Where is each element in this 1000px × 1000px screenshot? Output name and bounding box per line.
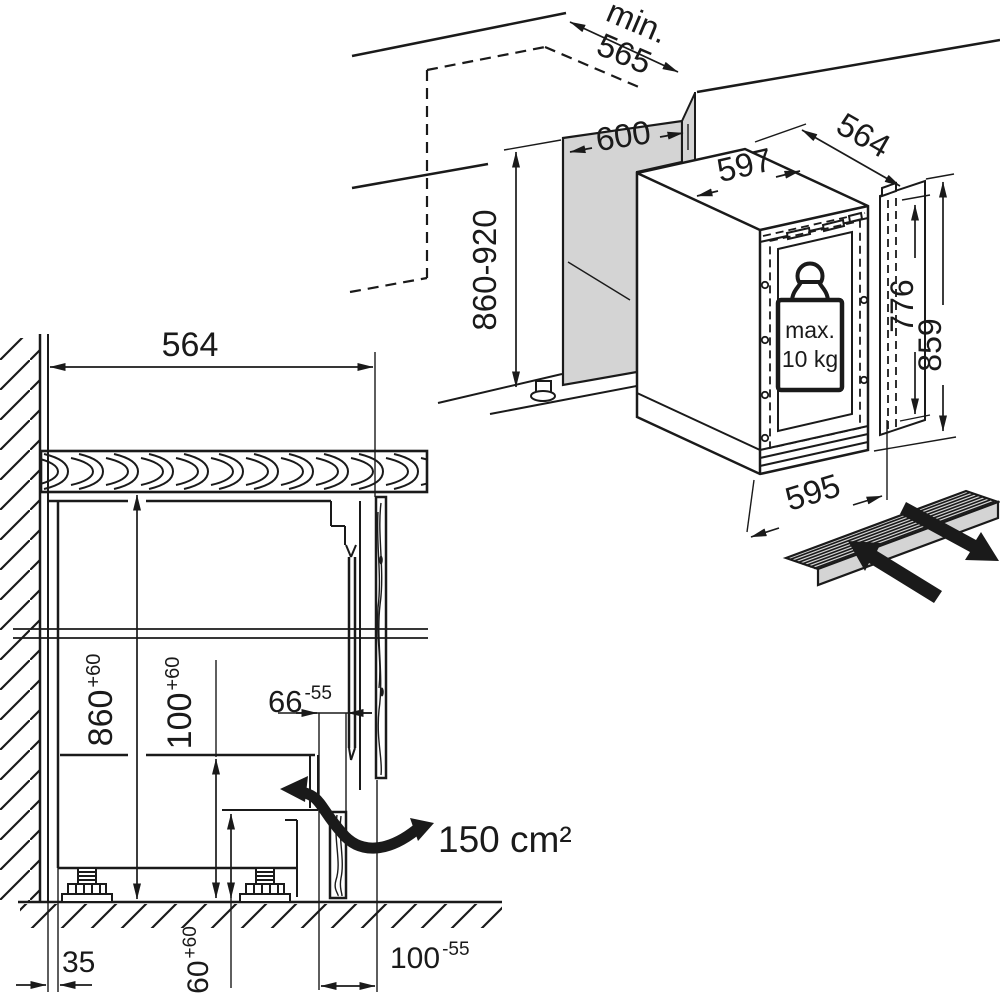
airflow-arrowhead: [280, 776, 308, 802]
max-load-line2: 10 kg: [782, 346, 838, 372]
dim-776: 776: [884, 279, 920, 332]
wall-hatching: [0, 338, 40, 902]
adjustable-foot-left: [61, 867, 113, 903]
dim-860-920: 860-920: [466, 209, 503, 330]
appliance-base: [759, 425, 869, 467]
dim-door-gap: 66-55: [268, 683, 372, 990]
airflow-vent: 150 cm²: [280, 776, 572, 860]
vent-area-label: 150 cm²: [438, 819, 572, 860]
dim-595: 595: [781, 466, 844, 517]
appliance-unit: max. 10 kg: [635, 147, 926, 476]
wall: [0, 334, 49, 902]
max-load-symbol: max. 10 kg: [775, 261, 845, 393]
vent-grille: [782, 489, 1000, 603]
dim-niche-depth: min. 565: [569, 0, 679, 81]
floor: [18, 900, 502, 928]
decor-door-panel: [879, 179, 926, 437]
worktop: [39, 449, 429, 494]
grille-slats: [789, 491, 995, 570]
cabinet-appliance-lines: [48, 499, 361, 897]
dim-niche-height-sec: 860+60: [82, 494, 141, 900]
airflow-curve: [291, 785, 422, 854]
dim-100-55: 100-55: [390, 939, 470, 975]
max-load-line1: max.: [785, 317, 835, 343]
dim-564-sec: 564: [162, 326, 219, 364]
dim-564-iso: 564: [831, 105, 897, 165]
dim-600: 600: [593, 113, 653, 158]
dim-35: 35: [62, 946, 95, 979]
dim-section-width: 564: [49, 326, 376, 497]
dim-plinth-vent-height: 60+60: [180, 813, 235, 994]
adjustable-foot-right: [239, 867, 291, 903]
dim-wall-gap: 35: [16, 868, 95, 992]
panel-reflection-line: [567, 261, 631, 301]
dim-niche-width: 600: [569, 113, 689, 158]
dim-plinth-clearance: 100+60: [161, 657, 220, 899]
dim-plinth-recess: 100-55: [320, 780, 470, 992]
dim-100-60: 100+60: [161, 657, 199, 750]
section-view: 564 860+60 100+60 66-55: [0, 326, 572, 994]
adjustable-foot-small: [530, 380, 556, 402]
dim-66: 66-55: [268, 683, 332, 719]
section-break-lines: [13, 628, 428, 639]
airflow-tail: [410, 818, 434, 841]
isometric-view: min. 565 600 860-920: [349, 0, 1000, 603]
dim-859: 859: [912, 318, 948, 371]
floor-hatching: [20, 904, 502, 928]
door-screws: [760, 280, 869, 443]
airflow-in-arrow: [848, 541, 942, 603]
dim-total-height: 859: [873, 173, 957, 452]
dim-door-height: 776: [884, 194, 931, 422]
niche-dashed-outline: [349, 45, 642, 294]
dim-60-60: 60+60: [180, 926, 215, 994]
airflow-out-arrow: [900, 502, 999, 561]
dim-niche-height: 860-920: [466, 139, 562, 388]
dim-860: 860+60: [82, 654, 120, 747]
